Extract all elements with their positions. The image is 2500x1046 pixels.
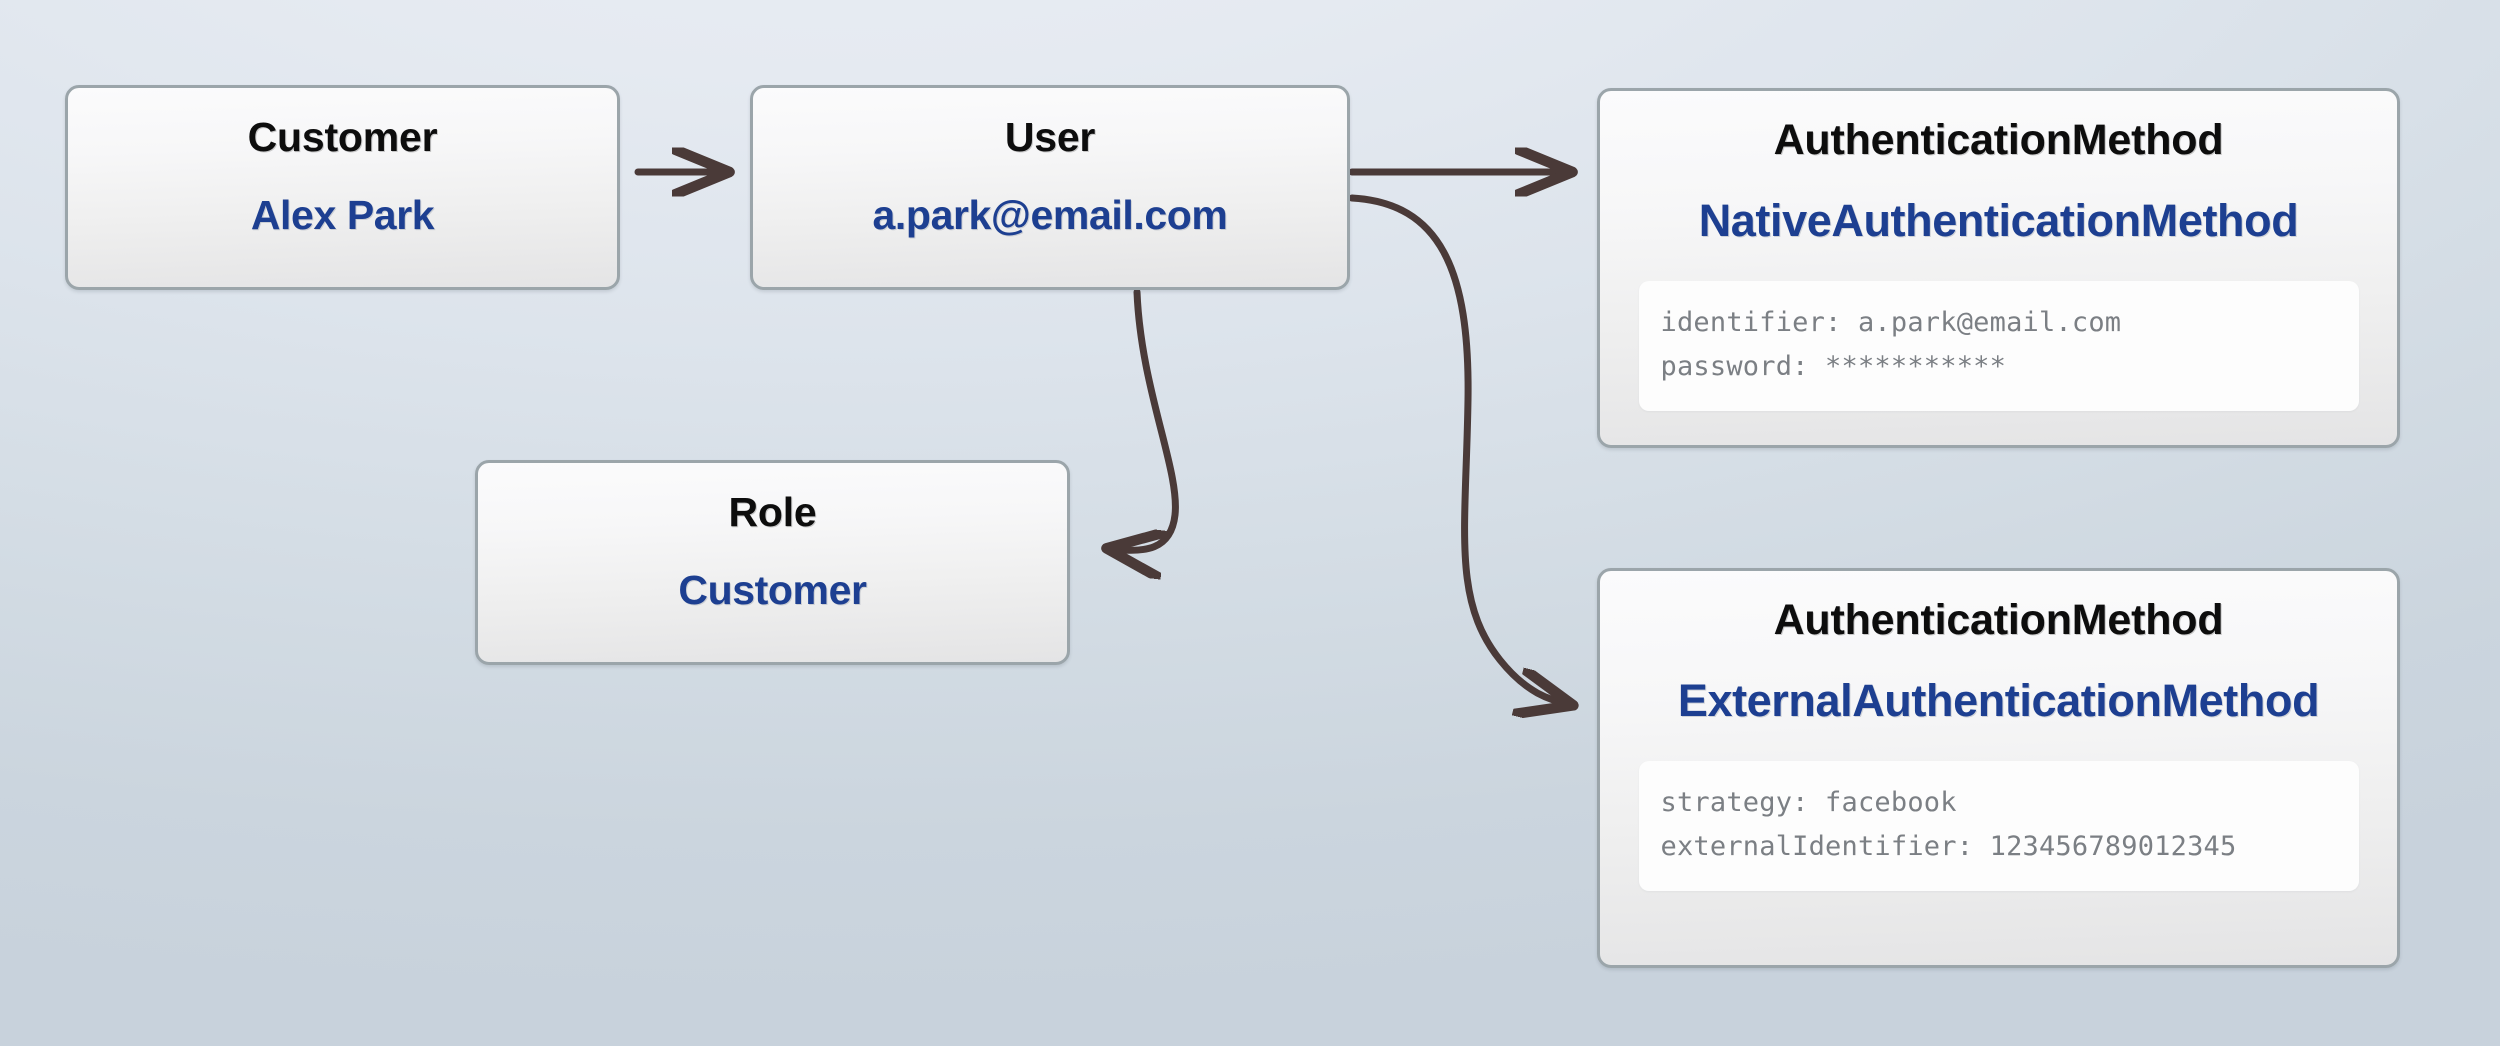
property-strategy: strategy: facebook [1660, 787, 1957, 818]
node-customer[interactable]: Customer Alex Park [65, 85, 620, 290]
property-identifier: identifier: a.park@email.com [1660, 307, 2122, 338]
node-role-value: Customer [678, 567, 867, 613]
node-native-authentication-method[interactable]: AuthenticationMethod NativeAuthenticatio… [1597, 88, 2400, 448]
node-role-type: Role [728, 489, 817, 535]
node-native-auth-value: NativeAuthenticationMethod [1698, 195, 2299, 246]
node-user-value: a.park@email.com [872, 192, 1228, 238]
node-external-auth-properties: strategy: facebook externalIdentifier: 1… [1638, 761, 2359, 891]
node-native-auth-type: AuthenticationMethod [1773, 116, 2224, 164]
node-external-authentication-method[interactable]: AuthenticationMethod ExternalAuthenticat… [1597, 568, 2400, 968]
property-password: password: *********** [1660, 351, 2007, 382]
edge-user-to-external-auth [1348, 194, 1568, 704]
node-external-auth-type: AuthenticationMethod [1773, 596, 2224, 644]
node-customer-value: Alex Park [250, 192, 435, 238]
node-user-type: User [1004, 114, 1096, 160]
node-customer-type: Customer [247, 114, 438, 160]
node-user[interactable]: User a.park@email.com [750, 85, 1350, 290]
edge-user-to-role [1112, 288, 1179, 550]
node-native-auth-properties: identifier: a.park@email.com password: *… [1638, 281, 2359, 411]
node-role[interactable]: Role Customer [475, 460, 1070, 665]
property-external-identifier: externalIdentifier: 123456789012345 [1660, 831, 2237, 862]
node-external-auth-value: ExternalAuthenticationMethod [1677, 675, 2320, 726]
